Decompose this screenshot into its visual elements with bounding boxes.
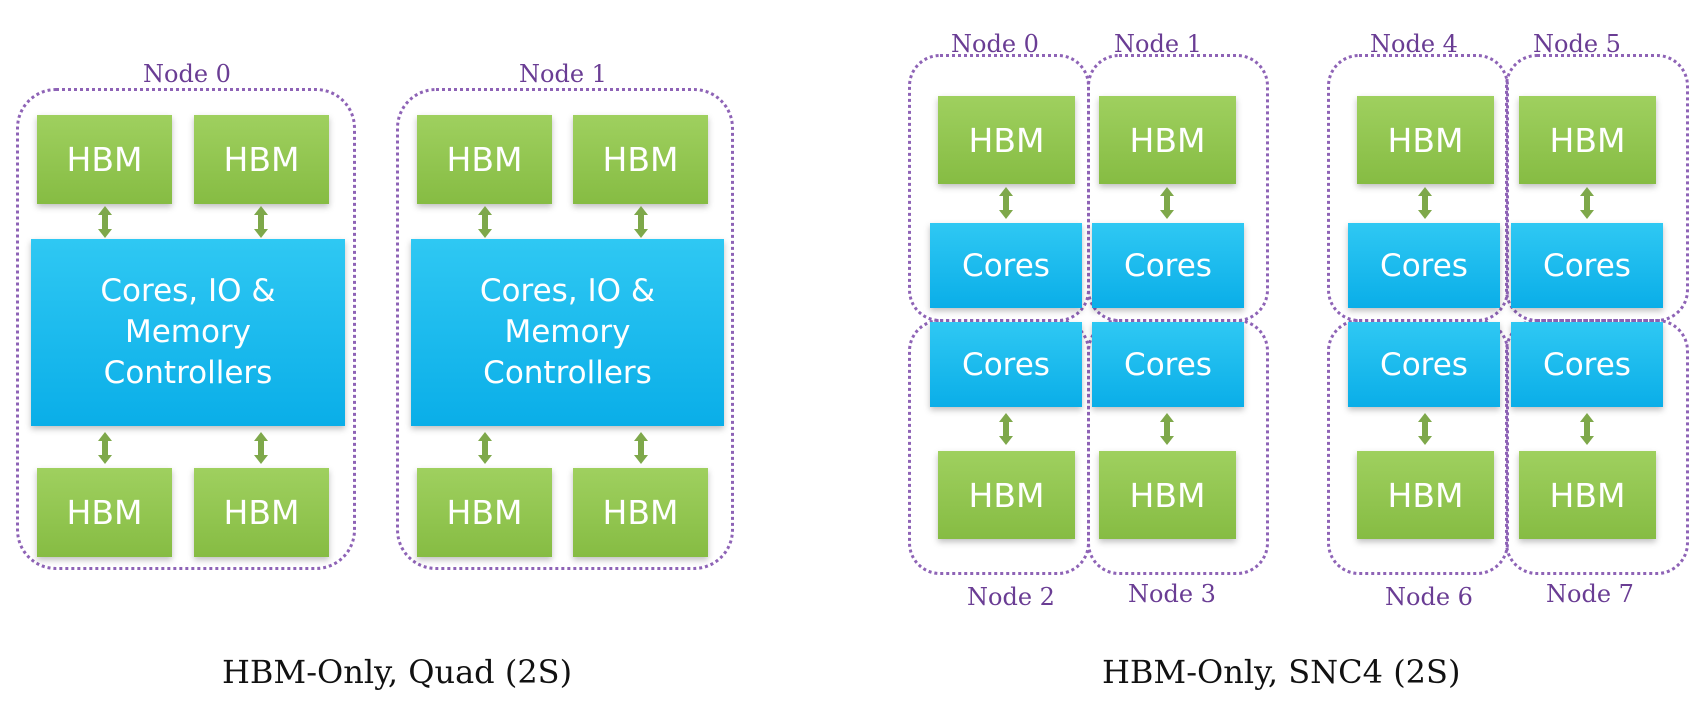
bidirectional-arrow-icon xyxy=(634,206,648,238)
hbm-block: HBM xyxy=(37,115,172,204)
hbm-block: HBM xyxy=(1519,451,1656,539)
bidirectional-arrow-icon xyxy=(1580,187,1594,219)
snc4-caption: HBM-Only, SNC4 (2S) xyxy=(1102,653,1461,691)
bidirectional-arrow-icon xyxy=(1160,187,1174,219)
bidirectional-arrow-icon xyxy=(254,206,268,238)
node-3-boundary xyxy=(1087,319,1269,575)
cores-block: Cores xyxy=(930,322,1082,407)
bidirectional-arrow-icon xyxy=(634,432,648,464)
bidirectional-arrow-icon xyxy=(1418,413,1432,445)
cores-io-memory-controllers-block: Cores, IO & Memory Controllers xyxy=(31,239,345,426)
node-0-boundary xyxy=(16,88,356,570)
bidirectional-arrow-icon xyxy=(999,413,1013,445)
node-6-label: Node 6 xyxy=(1385,583,1473,611)
node-4-label: Node 4 xyxy=(1370,30,1458,58)
hbm-block: HBM xyxy=(417,115,552,204)
cores-block: Cores xyxy=(1348,223,1500,308)
node-2-label: Node 2 xyxy=(967,583,1055,611)
hbm-block: HBM xyxy=(573,468,708,557)
node-0-label: Node 0 xyxy=(951,30,1039,58)
bidirectional-arrow-icon xyxy=(254,432,268,464)
hbm-block: HBM xyxy=(37,468,172,557)
hbm-block: HBM xyxy=(1099,96,1236,184)
bidirectional-arrow-icon xyxy=(999,187,1013,219)
cores-block: Cores xyxy=(1092,223,1244,308)
hbm-block: HBM xyxy=(573,115,708,204)
hbm-block: HBM xyxy=(1099,451,1236,539)
bidirectional-arrow-icon xyxy=(478,432,492,464)
hbm-block: HBM xyxy=(1357,451,1494,539)
quad-caption: HBM-Only, Quad (2S) xyxy=(222,653,573,691)
node-1-boundary xyxy=(396,88,734,570)
hbm-block: HBM xyxy=(1519,96,1656,184)
cores-block: Cores xyxy=(930,223,1082,308)
hbm-block: HBM xyxy=(417,468,552,557)
node-1-label: Node 1 xyxy=(1114,30,1202,58)
node-3-label: Node 3 xyxy=(1128,580,1216,608)
bidirectional-arrow-icon xyxy=(1160,413,1174,445)
hbm-block: HBM xyxy=(938,96,1075,184)
cores-block: Cores xyxy=(1511,223,1663,308)
node-7-boundary xyxy=(1505,319,1689,575)
bidirectional-arrow-icon xyxy=(98,432,112,464)
hbm-block: HBM xyxy=(194,115,329,204)
cores-block: Cores xyxy=(1511,322,1663,407)
node-1-label: Node 1 xyxy=(519,60,607,88)
bidirectional-arrow-icon xyxy=(1418,187,1432,219)
node-5-label: Node 5 xyxy=(1533,30,1621,58)
bidirectional-arrow-icon xyxy=(478,206,492,238)
cores-io-memory-controllers-block: Cores, IO & Memory Controllers xyxy=(411,239,724,426)
hbm-block: HBM xyxy=(1357,96,1494,184)
hbm-block: HBM xyxy=(938,451,1075,539)
node-0-label: Node 0 xyxy=(143,60,231,88)
bidirectional-arrow-icon xyxy=(98,206,112,238)
bidirectional-arrow-icon xyxy=(1580,413,1594,445)
cores-block: Cores xyxy=(1092,322,1244,407)
node-7-label: Node 7 xyxy=(1546,580,1634,608)
cores-block: Cores xyxy=(1348,322,1500,407)
hbm-block: HBM xyxy=(194,468,329,557)
